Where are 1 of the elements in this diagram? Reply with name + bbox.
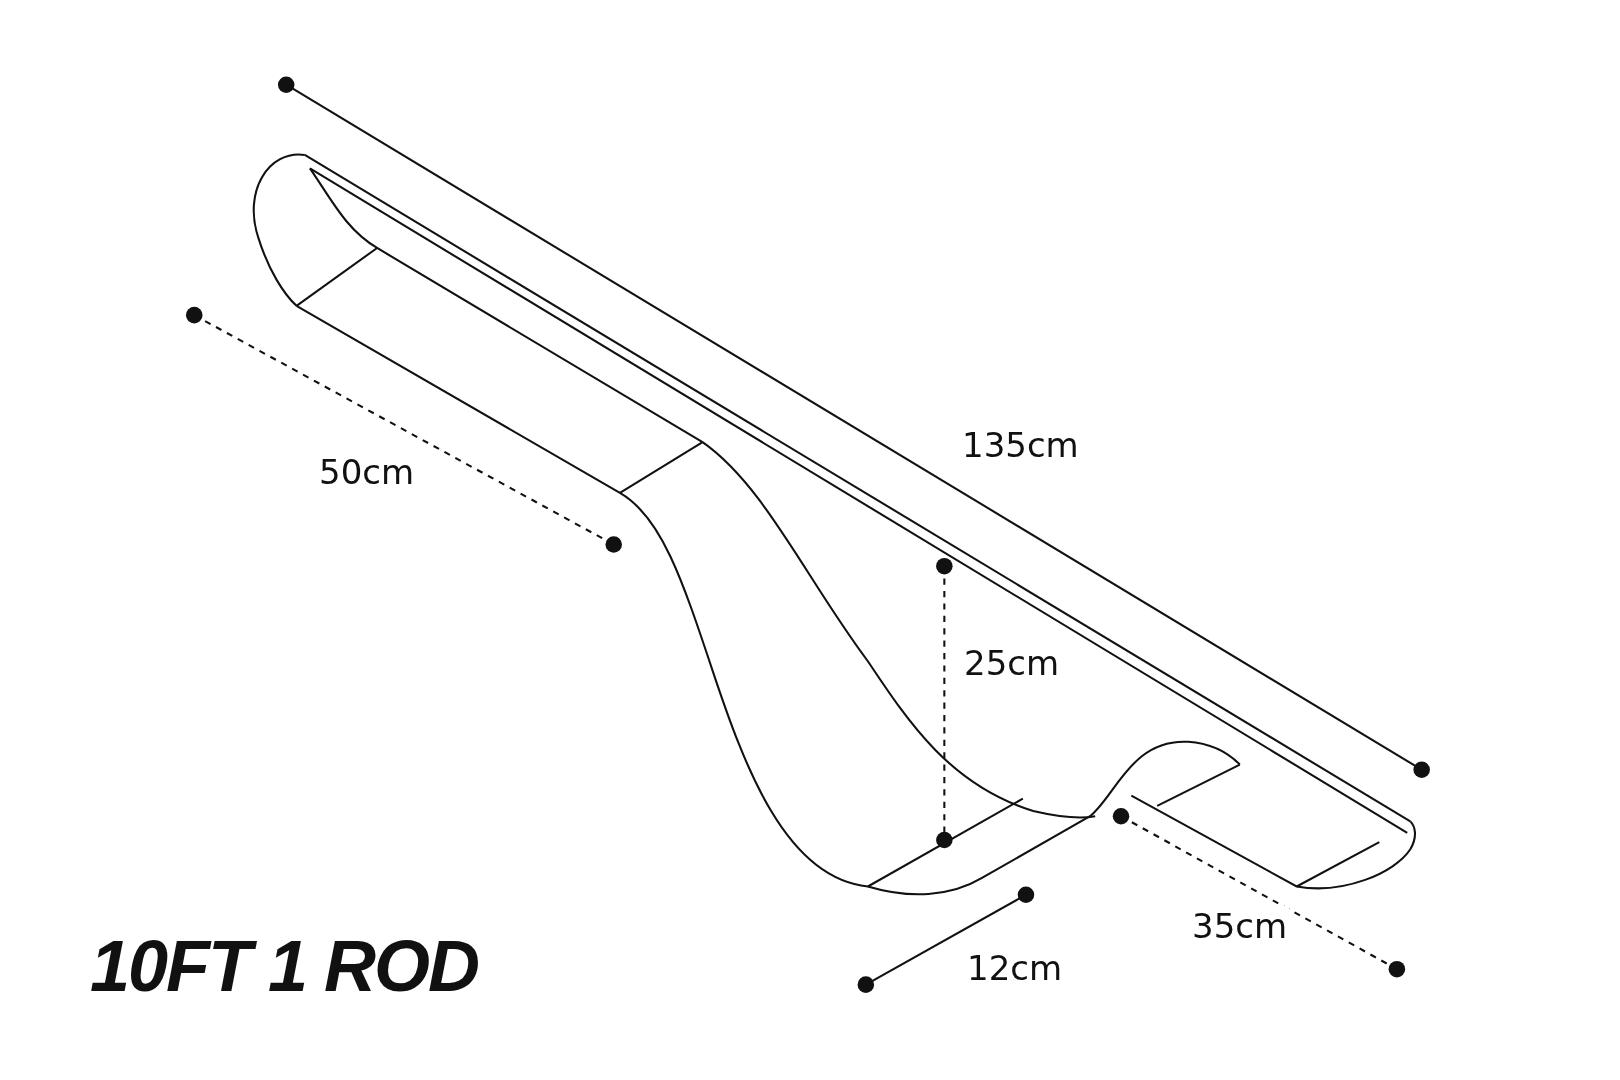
title: 10FT 1 ROD [90, 925, 479, 1007]
